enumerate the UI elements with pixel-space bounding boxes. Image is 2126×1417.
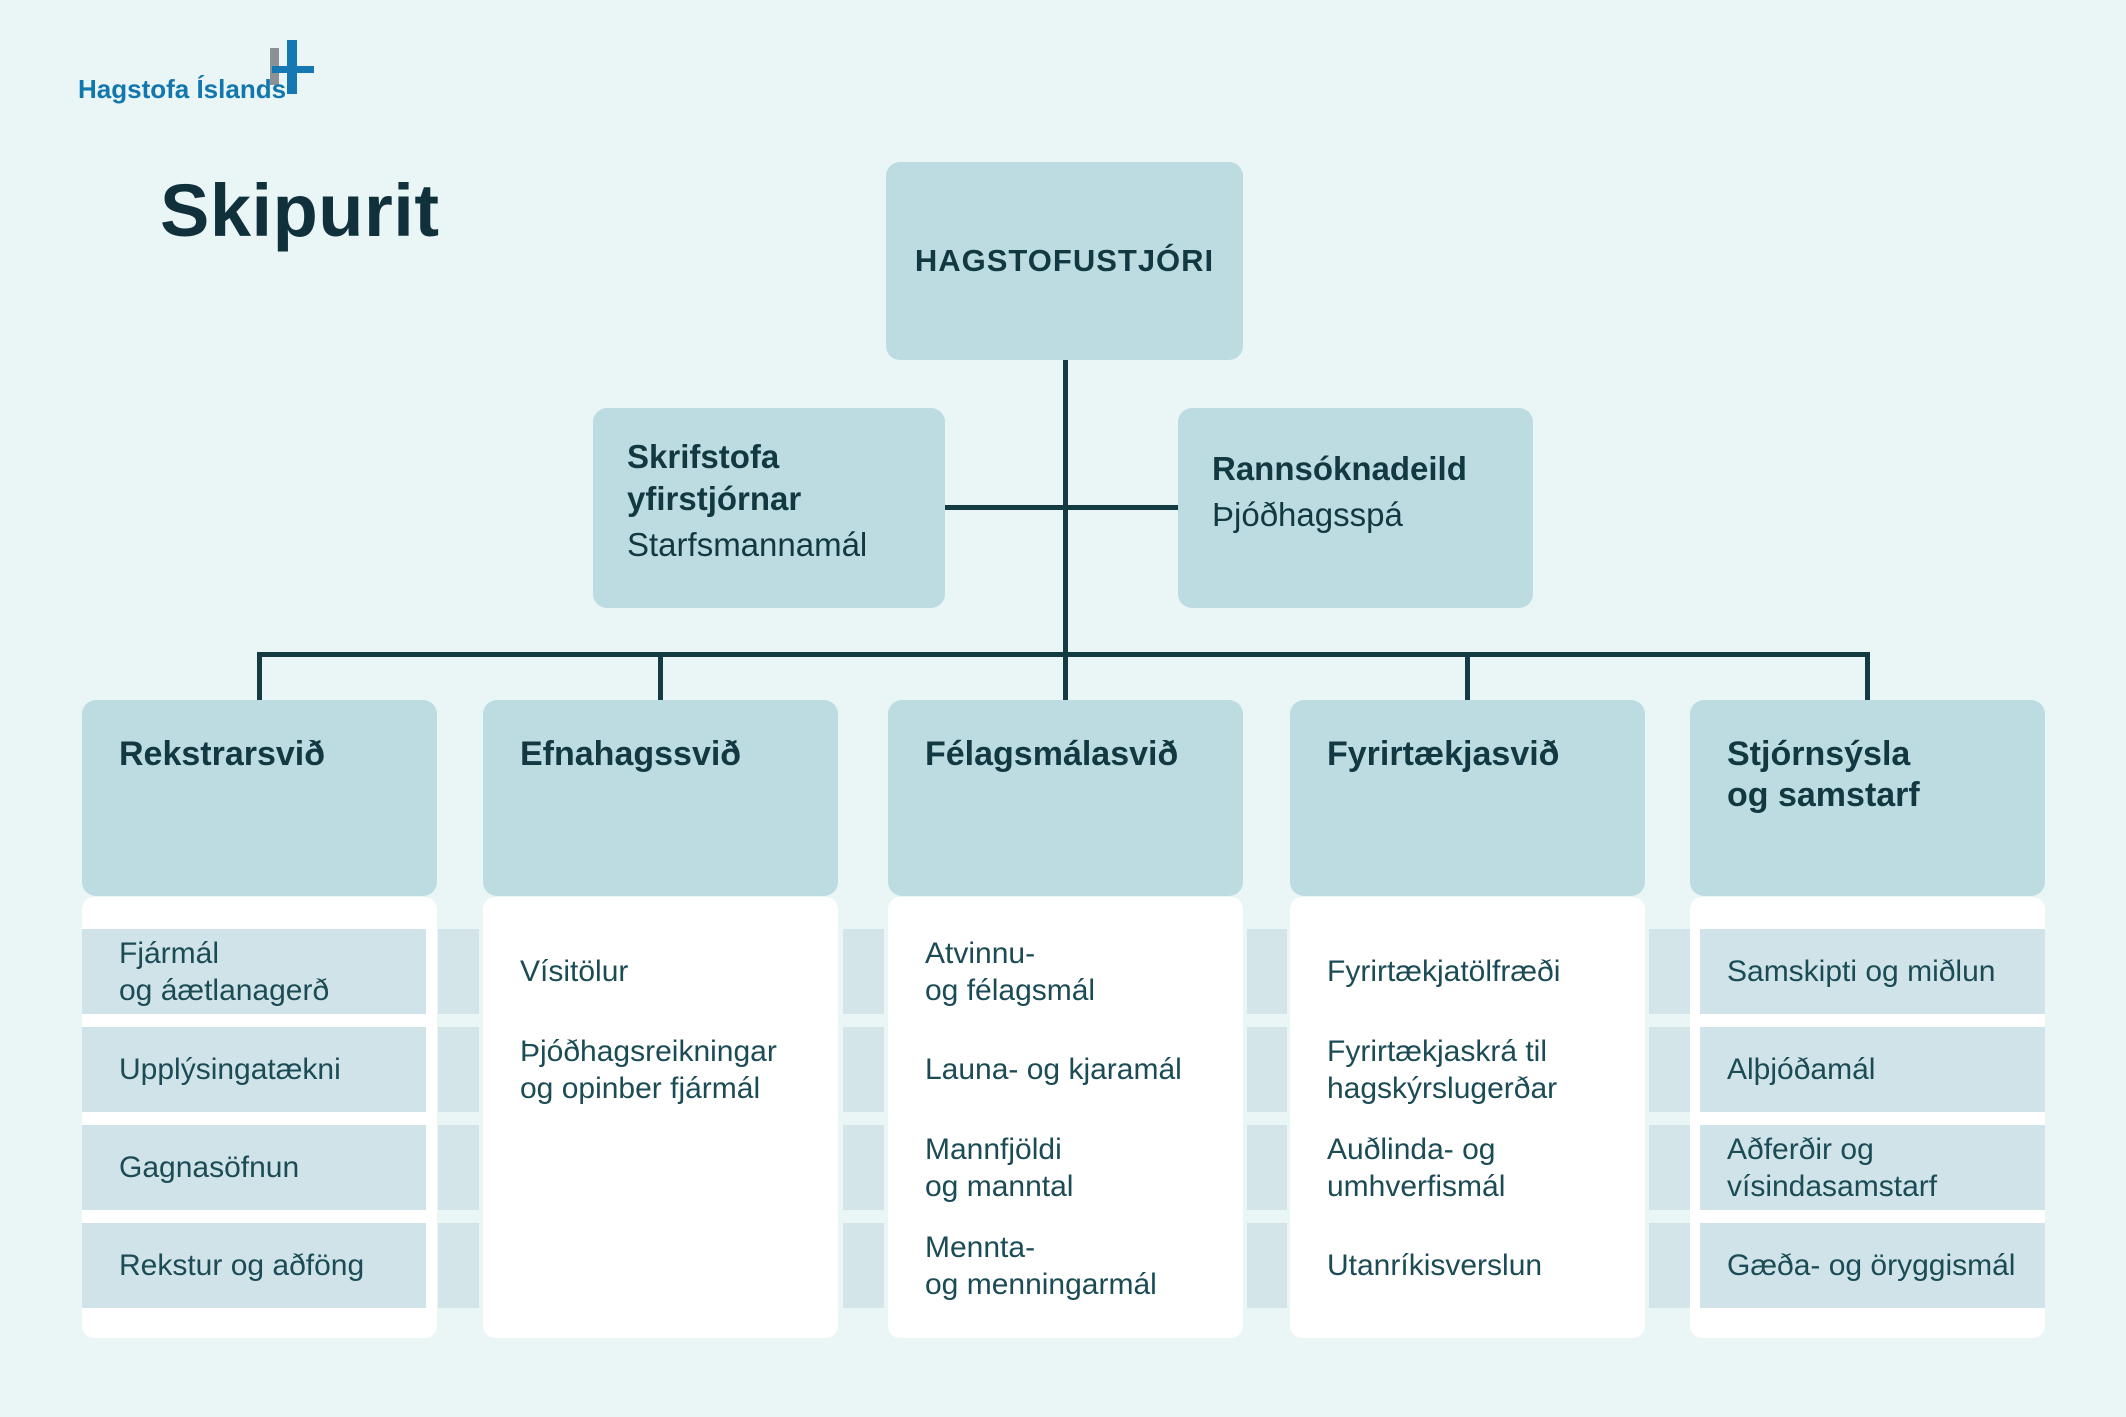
staff-unit-box-rannsoknadeild: Rannsóknadeild Þjóðhagsspá: [1178, 408, 1533, 608]
gutter-band: [438, 1125, 479, 1210]
gutter-band: [1649, 1223, 1690, 1308]
row-band: [1700, 1223, 2045, 1308]
division-item: Gæða- og öryggismál: [1727, 1249, 2016, 1282]
row-band: [82, 1125, 426, 1210]
staff-unit-box-yfirstjorn: Skrifstofa yfirstjórnar Starfsmannamál: [593, 408, 945, 608]
distribution-connector-line: [257, 652, 1870, 657]
director-title: HAGSTOFUSTJÓRI: [914, 243, 1215, 278]
division-header-fyrirtaekjasvid: Fyrirtækjasvið: [1290, 700, 1645, 896]
division-item: Gagnasöfnun: [119, 1151, 300, 1184]
gutter-band: [1247, 1027, 1287, 1112]
division-card-felagsmalasvid: [888, 897, 1243, 1338]
gutter-band: [1247, 1125, 1287, 1210]
division-item: Þjóðhagsreikningar og opinber fjármál: [520, 1034, 777, 1105]
row-band: [82, 929, 426, 1014]
staff-unit-title: Rannsóknadeild: [1212, 450, 1467, 487]
gutter-band: [1649, 1027, 1690, 1112]
gutter-band: [438, 929, 479, 1014]
division-item: Fyrirtækjatölfræði: [1327, 955, 1561, 988]
drop-line-felagsmalasvid: [1063, 655, 1068, 701]
division-item: Atvinnu- og félagsmál: [925, 936, 1096, 1007]
division-card-efnahagssvid: [483, 897, 838, 1338]
gutter-band: [843, 929, 884, 1014]
gutter-band: [1649, 1125, 1690, 1210]
gutter-band: [1247, 929, 1287, 1014]
drop-line-stjornsysla: [1865, 655, 1870, 701]
gutter-band: [1247, 1223, 1287, 1308]
row-band: [1700, 1125, 2045, 1210]
row-band: [82, 1027, 426, 1112]
division-header-felagsmalasvid: Félagsmálasvið: [888, 700, 1243, 896]
division-item: Mennta- og menningarmál: [925, 1230, 1157, 1301]
gutter-band: [1649, 929, 1690, 1014]
division-item: Aðferðir og vísindasamstarf: [1727, 1132, 1938, 1203]
staff-connector-line: [945, 505, 1180, 510]
division-item: Alþjóðamál: [1727, 1053, 1876, 1086]
division-header-efnahagssvid: Efnahagssvið: [483, 700, 838, 896]
staff-unit-title: Skrifstofa yfirstjórnar: [627, 438, 802, 517]
division-item: Upplýsingatækni: [119, 1053, 341, 1086]
gutter-band: [438, 1027, 479, 1112]
row-band: [82, 1223, 426, 1308]
division-item: Samskipti og miðlun: [1727, 955, 1996, 988]
logo-text: Hagstofa Íslands: [78, 74, 287, 104]
division-item: Mannfjöldi og manntal: [925, 1132, 1074, 1203]
division-header-stjornsysla: Stjórnsýsla og samstarf: [1690, 700, 2045, 896]
drop-line-efnahagssvid: [658, 655, 663, 701]
gutter-band: [843, 1223, 884, 1308]
division-item: Fyrirtækjaskrá til hagskýrslugerðar: [1327, 1034, 1558, 1105]
director-box: HAGSTOFUSTJÓRI: [886, 162, 1243, 360]
page-title: Skipurit: [160, 169, 440, 252]
division-item: Utanríkisverslun: [1327, 1249, 1543, 1282]
division-item: Vísitölur: [520, 955, 629, 988]
row-band: [1700, 929, 2045, 1014]
division-item: Fjármál og áætlanagerð: [119, 936, 330, 1007]
division-item: Rekstur og aðföng: [119, 1249, 365, 1282]
drop-line-fyrirtaekjasvid: [1465, 655, 1470, 701]
drop-line-rekstrarsvid: [257, 655, 262, 701]
division-item: Launa- og kjaramál: [925, 1053, 1182, 1086]
gutter-band: [843, 1027, 884, 1112]
division-card-fyrirtaekjasvid: [1290, 897, 1645, 1338]
logo-blue-crossbar-icon: [272, 66, 314, 73]
division-item: Auðlinda- og umhverfismál: [1327, 1132, 1506, 1203]
staff-unit-subtitle: Starfsmannamál: [627, 526, 868, 563]
staff-unit-subtitle: Þjóðhagsspá: [1212, 496, 1403, 533]
division-header-rekstrarsvid: Rekstrarsvið: [82, 700, 437, 896]
row-band: [1700, 1027, 2045, 1112]
gutter-band: [843, 1125, 884, 1210]
gutter-band: [438, 1223, 479, 1308]
